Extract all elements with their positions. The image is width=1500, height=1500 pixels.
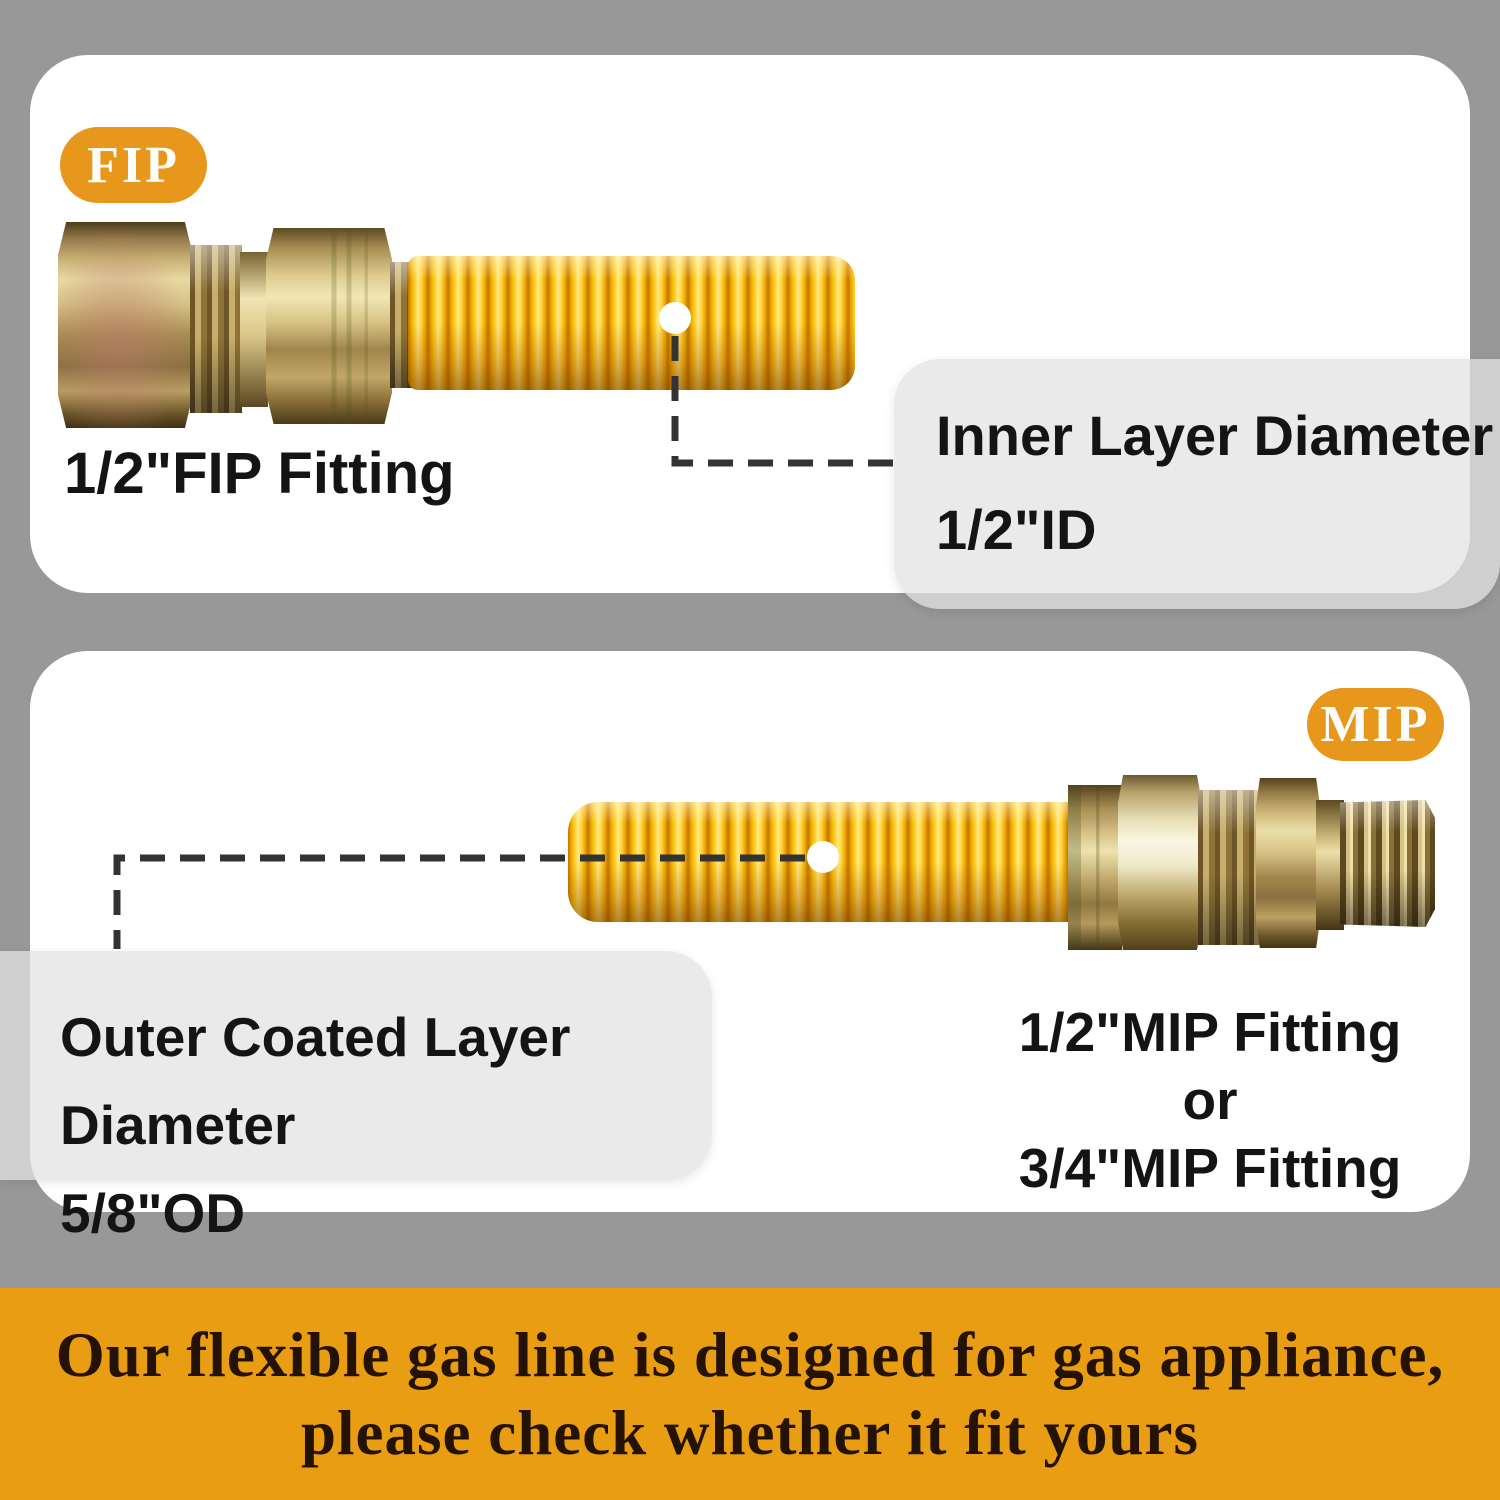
mip-callout-connector-line	[113, 854, 805, 949]
mip-badge: MIP	[1307, 688, 1444, 761]
fip-hex-nut-image	[58, 222, 193, 428]
mip-fitting-label: 1/2"MIP Fitting or 3/4"MIP Fitting	[980, 998, 1440, 1202]
outer-diameter-callout: Outer Coated Layer Diameter 5/8"OD	[0, 951, 712, 1244]
outer-diameter-callout-line2: 5/8"OD	[60, 1182, 246, 1244]
bottom-banner: Our flexible gas line is designed for ga…	[0, 1288, 1500, 1500]
mip-engraved-collar-image	[1068, 785, 1122, 950]
fip-badge-label: FIP	[87, 136, 180, 194]
mip-ferrule-rings-image	[1198, 790, 1260, 945]
inner-diameter-callout-line1: Inner Layer Diameter	[936, 404, 1494, 467]
mip-threaded-tip-image	[1340, 800, 1435, 927]
inner-diameter-callout: Inner Layer Diameter 1/2"ID	[894, 359, 1500, 609]
mip-badge-label: MIP	[1320, 696, 1431, 753]
mip-hose-marker-dot	[807, 841, 839, 873]
inner-diameter-callout-line2: 1/2"ID	[936, 498, 1097, 561]
fip-hex-collar-image	[266, 228, 392, 424]
fip-hose-marker-dot	[659, 302, 691, 334]
fip-panel: FIP 1/2"FIP Fitting	[30, 55, 1470, 593]
yellow-corrugated-hose-image	[408, 256, 855, 390]
fip-ferrule-rings-image	[190, 245, 242, 413]
fip-callout-connector-line	[671, 336, 895, 467]
mip-hex-nut-image	[1118, 775, 1202, 950]
outer-diameter-callout-line1: Outer Coated Layer Diameter	[60, 1006, 571, 1156]
fip-bright-ring-image	[240, 252, 268, 407]
fip-fitting-label: 1/2"FIP Fitting	[64, 441, 455, 506]
mip-fitting-label-line2: or	[1182, 1069, 1238, 1131]
mip-fitting-label-line1: 1/2"MIP Fitting	[1018, 1001, 1402, 1063]
banner-line1: Our flexible gas line is designed for ga…	[55, 1320, 1445, 1390]
mip-fitting-label-line3: 3/4"MIP Fitting	[1018, 1137, 1402, 1199]
banner-line2: please check whether it fit yours	[301, 1398, 1199, 1468]
mip-cylinder-image	[1316, 800, 1344, 930]
mip-hex-union-image	[1256, 778, 1320, 948]
fip-badge: FIP	[60, 127, 207, 203]
